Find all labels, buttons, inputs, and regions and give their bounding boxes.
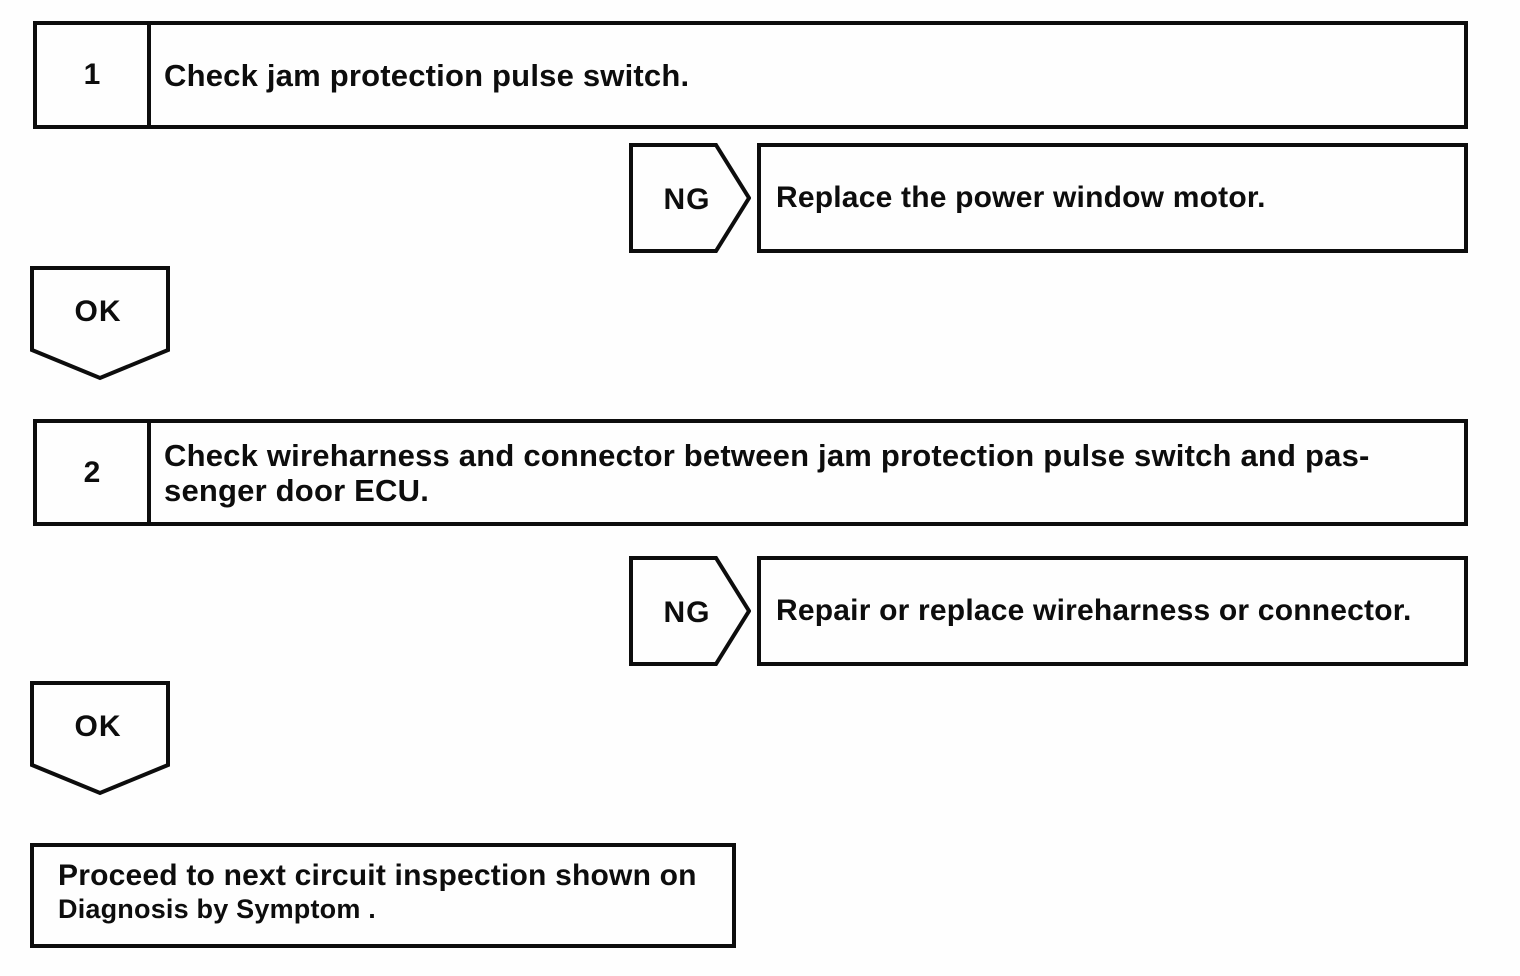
- step-1-ng-label: NG: [664, 183, 711, 216]
- step-1-ng-action-box: Replace the power window motor.: [757, 143, 1468, 253]
- step-2-number: 2: [37, 423, 151, 522]
- terminal-box: Proceed to next circuit inspection shown…: [30, 843, 736, 948]
- step-2-instruction-line-2: senger door ECU.: [164, 472, 430, 508]
- step-1-ok-label: OK: [75, 295, 122, 328]
- ok-pentagon-shape: OK: [30, 681, 170, 796]
- step-2-box: 2 Check wireharness and connector betwee…: [33, 419, 1468, 526]
- step-1-ok-arrow: OK: [30, 266, 170, 381]
- ok-pentagon-outline: [30, 681, 170, 796]
- step-2-ng-arrow: NG: [629, 556, 751, 666]
- step-2-instruction: Check wireharness and connector between …: [151, 423, 1464, 522]
- terminal-line-1: Proceed to next circuit inspection shown…: [58, 859, 697, 892]
- step-1-instruction: Check jam protection pulse switch.: [151, 25, 1464, 125]
- ng-pentagon-outline: [629, 556, 751, 666]
- step-1-ng-action-text: Replace the power window motor.: [776, 181, 1266, 214]
- ok-pentagon-shape: OK: [30, 266, 170, 381]
- step-2-ok-label: OK: [75, 710, 122, 743]
- step-2-ng-label: NG: [664, 596, 711, 629]
- step-1-box: 1 Check jam protection pulse switch.: [33, 21, 1468, 129]
- ng-pentagon-shape: NG: [629, 143, 751, 253]
- ok-pentagon-outline: [30, 266, 170, 381]
- step-2-ok-arrow: OK: [30, 681, 170, 796]
- step-2-ng-action-text: Repair or replace wireharness or connect…: [776, 594, 1412, 627]
- step-1-ng-arrow: NG: [629, 143, 751, 253]
- step-2-instruction-line-1: Check wireharness and connector between …: [164, 437, 1370, 473]
- ng-pentagon-shape: NG: [629, 556, 751, 666]
- ng-pentagon-outline: [629, 143, 751, 253]
- step-1-number: 1: [37, 25, 151, 125]
- terminal-line-2: Diagnosis by Symptom .: [58, 894, 376, 924]
- step-2-ng-action-box: Repair or replace wireharness or connect…: [757, 556, 1468, 666]
- step-1-instruction-line: Check jam protection pulse switch.: [164, 57, 690, 93]
